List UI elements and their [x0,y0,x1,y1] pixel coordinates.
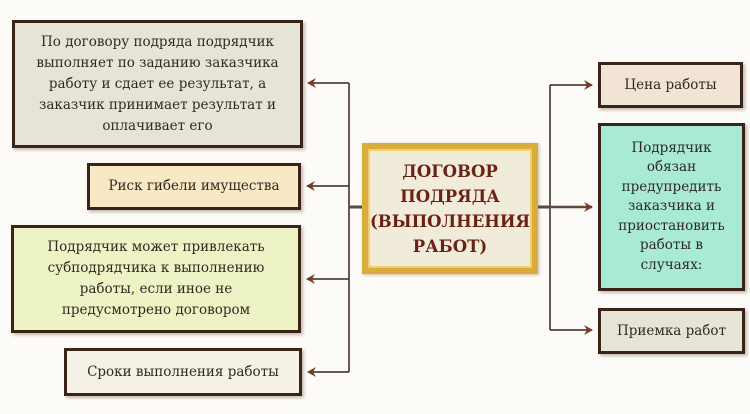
node-text: Сроки выполнения работы [87,363,279,380]
center-node-contract: ДОГОВОР ПОДРЯДА (ВЫПОЛНЕНИЯ РАБОТ) [362,143,538,274]
node-text: приостановить [618,217,725,234]
node-text: оплачивает его [102,117,213,134]
node-text: работы, если иное не [79,281,233,297]
node-warn-suspend: Подрядчик обязан предупредить заказчика … [598,123,745,291]
node-text: заказчика и [628,198,715,215]
node-text: Подрядчик может привлекать [47,239,265,255]
node-text: предусмотрено договором [61,302,251,318]
node-subcontractor: Подрядчик может привлекать субподрядчика… [11,225,301,333]
node-text: работу и сдает ее результат, а [48,75,267,92]
center-line: (ВЫПОЛНЕНИЯ [369,211,531,231]
center-line: ДОГОВОР [402,161,498,181]
node-text: По договору подряда подрядчик [41,33,274,50]
node-price: Цена работы [598,62,743,108]
node-text: субподрядчика к выполнению [47,260,265,276]
node-text: работы в [639,237,704,254]
node-deadlines: Сроки выполнения работы [64,348,302,396]
node-text: Риск гибели имущества [108,178,280,194]
center-line: РАБОТ) [412,236,488,256]
node-text: заказчик принимает результат и [39,96,276,113]
node-text: случаях: [640,256,703,273]
center-line: ПОДРЯДА [400,186,500,206]
node-text: предупредить [621,178,722,195]
node-text: Приемка работ [616,322,727,339]
node-text: выполняет по заданию заказчика [36,54,279,71]
node-text: Подрядчик [631,139,712,156]
node-risk: Риск гибели имущества [87,163,301,210]
node-text: обязан [646,159,697,176]
node-definition: По договору подряда подрядчик выполняет … [12,20,303,148]
node-acceptance: Приемка работ [598,308,745,354]
node-text: Цена работы [624,76,717,93]
